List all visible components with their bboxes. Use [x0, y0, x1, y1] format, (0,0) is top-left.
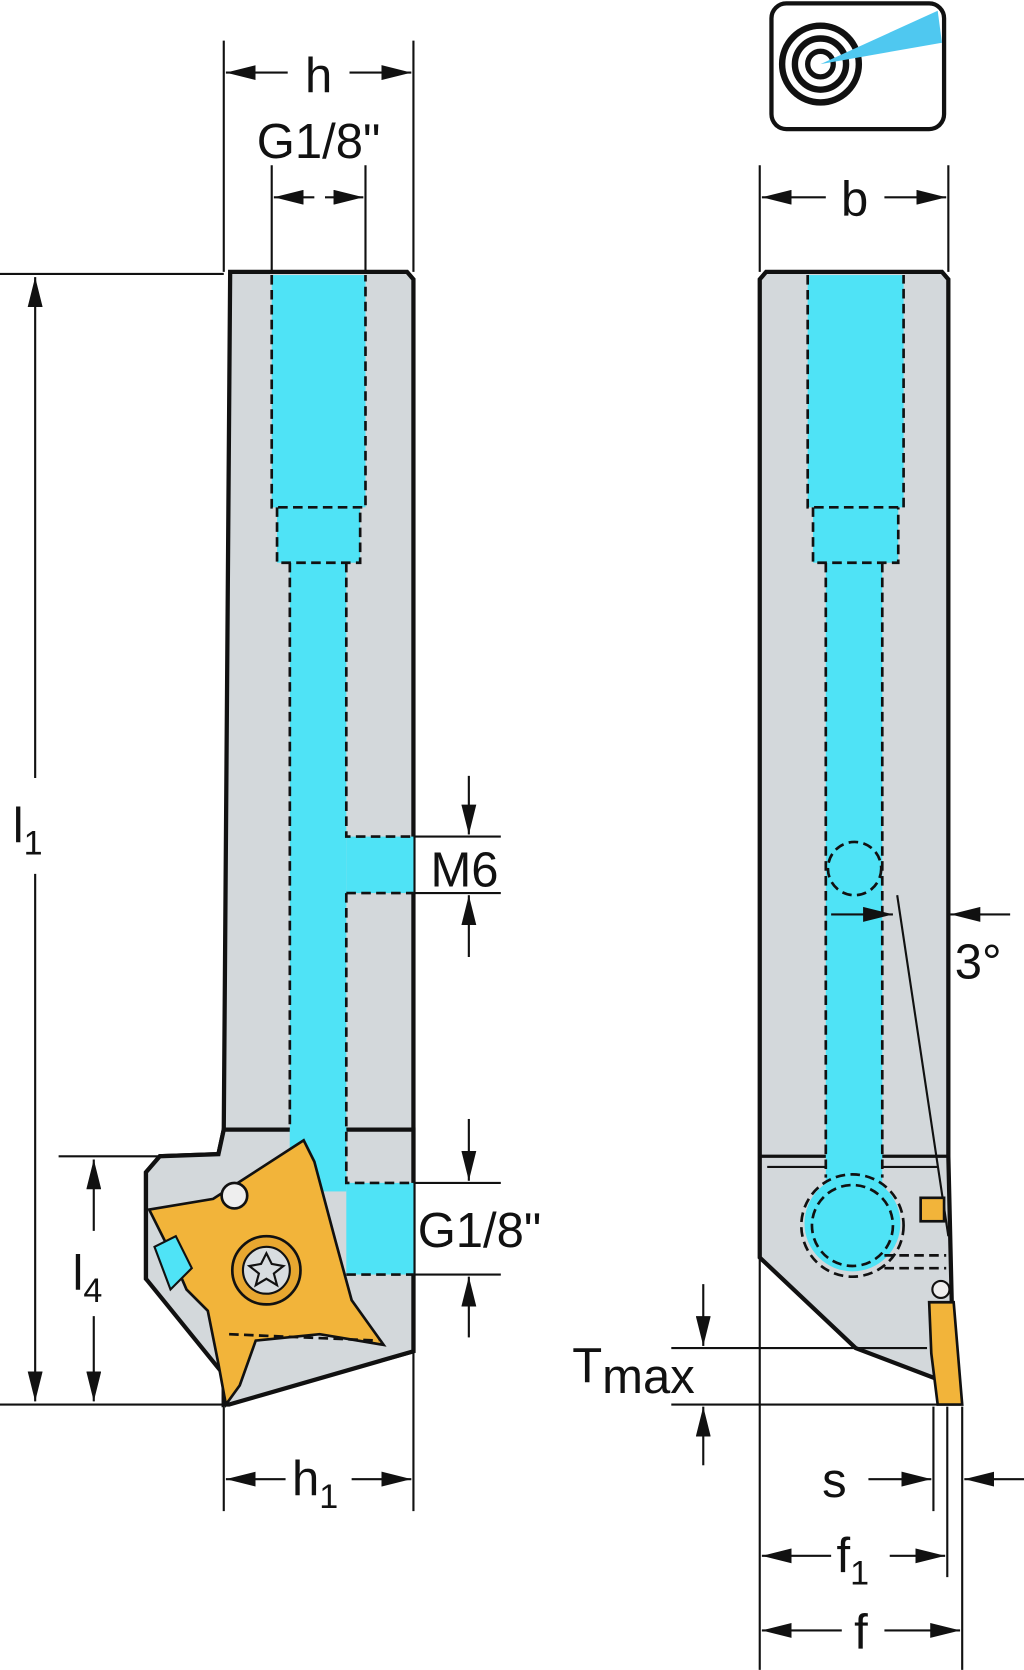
cutting-insert-right — [919, 1196, 964, 1406]
dim-m6: M6 — [430, 844, 498, 898]
dim-h1: h1 — [292, 1452, 338, 1516]
coolant-channel — [270, 275, 414, 1276]
dim-l4: l4 — [72, 1246, 102, 1310]
dim-tmax: Tmax — [572, 1339, 695, 1404]
dim-angle: 3° — [955, 935, 1002, 989]
dimensions-right: b 3° Tmax s f1 f — [572, 165, 1024, 1670]
coolant-target-icon — [769, 1, 947, 132]
side-view-right — [757, 269, 964, 1406]
dim-s: s — [822, 1454, 847, 1508]
dim-f1: f1 — [836, 1529, 869, 1593]
coolant-channel-right — [799, 275, 947, 1279]
dim-b: b — [841, 172, 868, 226]
dim-h: h — [305, 49, 332, 103]
dim-thread-top: G1/8" — [257, 115, 381, 169]
dim-l1: l1 — [13, 799, 43, 863]
dim-f: f — [854, 1606, 868, 1660]
dim-thread-side: G1/8" — [418, 1204, 542, 1258]
cutting-insert — [147, 1138, 387, 1408]
dimensions-left: h G1/8" l1 l4 h1 M6 G1/8" — [0, 40, 542, 1516]
side-view-left — [143, 269, 416, 1408]
